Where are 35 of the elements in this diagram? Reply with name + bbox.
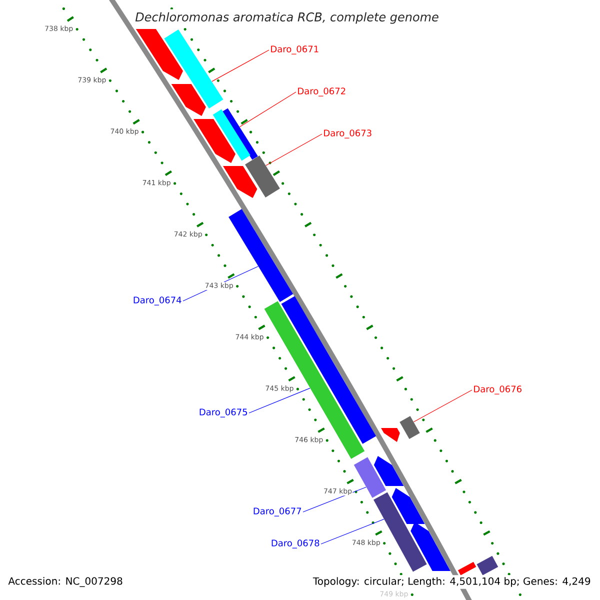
feature-bar	[354, 457, 386, 498]
leader-line	[320, 518, 384, 544]
leader-line	[302, 486, 366, 512]
gene-label: Daro_0671	[271, 46, 318, 54]
gene-block	[392, 488, 425, 524]
leader-line	[413, 390, 472, 422]
feature-bar	[212, 109, 250, 161]
feature-bar	[164, 29, 224, 109]
gene-label: Daro_0676	[474, 386, 522, 394]
gene-label: Daro_0675	[200, 408, 248, 418]
leader-line	[266, 134, 322, 166]
feature-bar	[281, 296, 376, 444]
feature-bar	[458, 562, 476, 576]
gene-label: Daro_0677	[254, 508, 302, 516]
accession-text: Accession: NC_007298	[6, 575, 125, 589]
gene-block	[136, 29, 183, 80]
gene-block	[222, 166, 258, 198]
gene-label: Daro_0678	[272, 540, 320, 548]
gene-block	[171, 84, 206, 116]
genome-stats-text: Topology: circular; Length: 4,501,104 bp; Genes: 4,249	[310, 575, 593, 589]
leader-line	[212, 50, 270, 82]
feature-bar	[476, 556, 498, 576]
leader-line	[239, 92, 296, 128]
title: Dechloromonas aromatica RCB, complete genome	[132, 9, 442, 27]
gene-block	[374, 456, 404, 486]
feature-bar	[245, 156, 280, 198]
feature-bar	[264, 301, 365, 459]
feature-bar	[400, 416, 420, 440]
gene-label: Daro_0672	[298, 88, 346, 96]
gene-label: Daro_0673	[324, 130, 372, 138]
gene-block	[194, 119, 236, 163]
leader-line	[248, 388, 310, 414]
gene-block	[410, 522, 450, 571]
gene-block	[381, 428, 400, 442]
gene-label: Daro_0674	[134, 296, 182, 306]
